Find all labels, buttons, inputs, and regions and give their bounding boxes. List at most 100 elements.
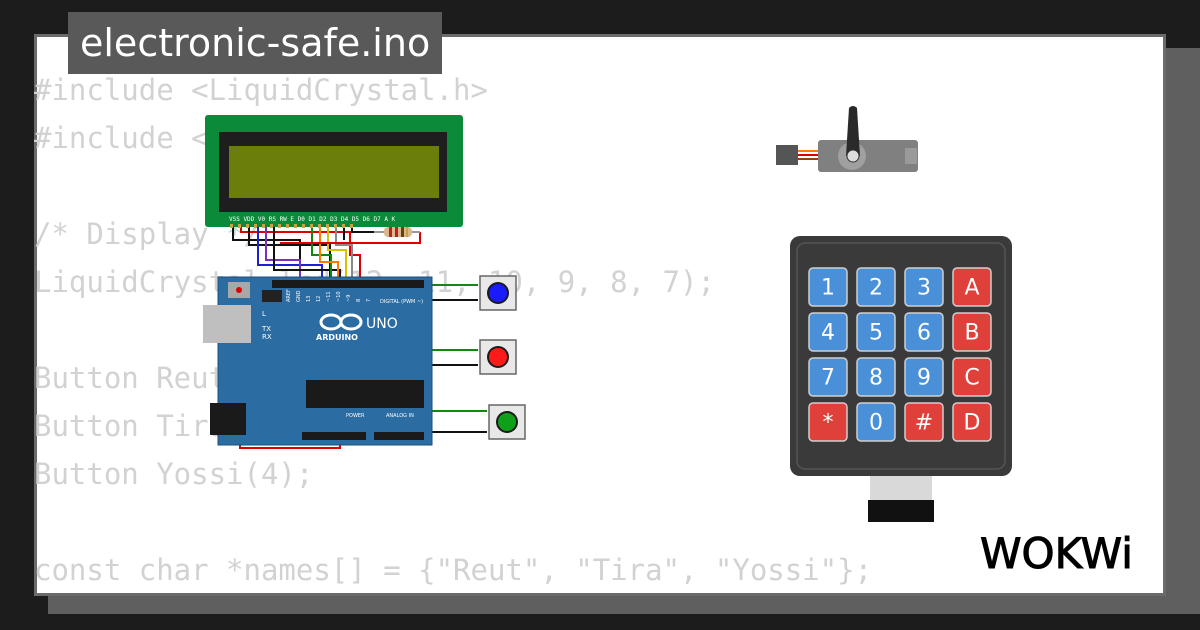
key-cap <box>856 402 896 442</box>
key-label: 1 <box>821 276 835 301</box>
digital-label: DIGITAL (PWM ~) <box>380 299 423 305</box>
icsp-header <box>262 290 282 302</box>
key-hash[interactable]: # <box>904 402 944 442</box>
svg-text:~9: ~9 <box>346 295 352 302</box>
servo-motor[interactable] <box>776 106 918 172</box>
board-model: UNO <box>366 316 398 332</box>
logo-text: WOKWi <box>980 529 1133 578</box>
key-label: 7 <box>821 366 835 391</box>
key-1[interactable]: 1 <box>808 267 848 307</box>
key-0[interactable]: 0 <box>856 402 896 442</box>
button-green[interactable] <box>488 404 526 440</box>
arduino-uno[interactable]: DIGITAL (PWM ~) AREF GND 13 12 ~11 ~10 ~… <box>203 276 433 446</box>
lcd-display[interactable]: VSS VDD V0 RS RW E D0 D1 D2 D3 D4 D5 D6 … <box>205 115 463 228</box>
led-labels: L TX RX <box>261 310 272 341</box>
svg-text:13: 13 <box>306 296 312 302</box>
keypad[interactable]: 1 2 3 A 4 5 6 B 7 8 9 C * 0 # D <box>790 236 1012 522</box>
key-label: 6 <box>917 321 931 346</box>
key-cap <box>856 357 896 397</box>
button-cap <box>489 284 507 302</box>
resistor[interactable] <box>374 227 420 237</box>
reset-cap <box>236 287 242 293</box>
svg-text:L: L <box>262 310 266 318</box>
microcontroller-chip <box>306 380 424 408</box>
svg-text:~11: ~11 <box>326 291 332 302</box>
key-cap <box>808 267 848 307</box>
key-label: A <box>964 276 979 301</box>
key-4[interactable]: 4 <box>808 312 848 352</box>
project-title: electronic-safe.ino <box>68 12 443 74</box>
key-label: C <box>964 366 979 391</box>
usb-port <box>203 305 251 343</box>
lcd-pins <box>230 224 353 228</box>
digital-header <box>272 280 424 288</box>
key-cap <box>904 402 944 442</box>
key-cap <box>808 312 848 352</box>
key-label: 9 <box>917 366 931 391</box>
key-label: 2 <box>869 276 883 301</box>
analog-label: ANALOG IN <box>386 413 414 419</box>
key-cap <box>856 312 896 352</box>
key-5[interactable]: 5 <box>856 312 896 352</box>
key-6[interactable]: 6 <box>904 312 944 352</box>
key-9[interactable]: 9 <box>904 357 944 397</box>
key-cap <box>952 357 992 397</box>
code-line: Button Yossi(4); <box>34 457 314 491</box>
svg-text:AREF: AREF <box>286 289 292 302</box>
code-line: /* Display */ <box>34 217 261 251</box>
code-line: const char *names[] = {"Reut", "Tira", "… <box>34 553 873 587</box>
button-red[interactable] <box>479 339 517 375</box>
key-cap <box>808 402 848 442</box>
key-label: 3 <box>917 276 931 301</box>
code-line: #include <LiquidCrystal.h> <box>34 73 488 107</box>
key-label: 8 <box>869 366 883 391</box>
key-label: # <box>915 411 933 436</box>
key-3[interactable]: 3 <box>904 267 944 307</box>
key-star[interactable]: * <box>808 402 848 442</box>
key-cap <box>952 312 992 352</box>
key-7[interactable]: 7 <box>808 357 848 397</box>
board-brand: ARDUINO <box>316 333 358 342</box>
power-header <box>302 432 366 440</box>
key-label: 4 <box>821 321 835 346</box>
key-d[interactable]: D <box>952 402 992 442</box>
lcd-screen <box>229 146 439 198</box>
key-cap <box>952 402 992 442</box>
keypad-ribbon <box>868 476 934 522</box>
key-c[interactable]: C <box>952 357 992 397</box>
key-label: B <box>964 321 979 346</box>
digital-pin-labels: AREF GND 13 12 ~11 ~10 ~9 8 7 <box>286 289 372 302</box>
servo-body <box>818 140 918 172</box>
key-label: 5 <box>869 321 883 346</box>
key-cap <box>856 267 896 307</box>
key-8[interactable]: 8 <box>856 357 896 397</box>
servo-horn <box>846 106 860 156</box>
svg-text:~10: ~10 <box>336 291 342 302</box>
key-cap <box>904 267 944 307</box>
key-cap <box>808 357 848 397</box>
wokwi-logo: WOKWi <box>980 529 1134 579</box>
button-cap <box>489 348 507 366</box>
key-cap <box>904 312 944 352</box>
arduino-logo <box>319 313 363 331</box>
svg-text:7: 7 <box>366 299 372 302</box>
key-cap <box>952 267 992 307</box>
key-label: D <box>964 411 981 436</box>
lcd-pin-labels: VSS VDD V0 RS RW E D0 D1 D2 D3 D4 D5 D6 … <box>229 216 396 223</box>
svg-text:GND: GND <box>296 290 302 302</box>
svg-text:8: 8 <box>356 299 362 302</box>
svg-text:TX: TX <box>261 325 271 333</box>
servo-connector <box>776 145 798 165</box>
svg-text:12: 12 <box>316 296 322 302</box>
key-label: 0 <box>869 411 883 436</box>
button-cap <box>498 413 516 431</box>
power-label: POWER <box>346 413 365 419</box>
key-a[interactable]: A <box>952 267 992 307</box>
key-label: * <box>823 411 834 436</box>
key-b[interactable]: B <box>952 312 992 352</box>
button-blue[interactable] <box>479 275 517 311</box>
svg-text:RX: RX <box>262 333 272 341</box>
key-2[interactable]: 2 <box>856 267 896 307</box>
key-cap <box>904 357 944 397</box>
